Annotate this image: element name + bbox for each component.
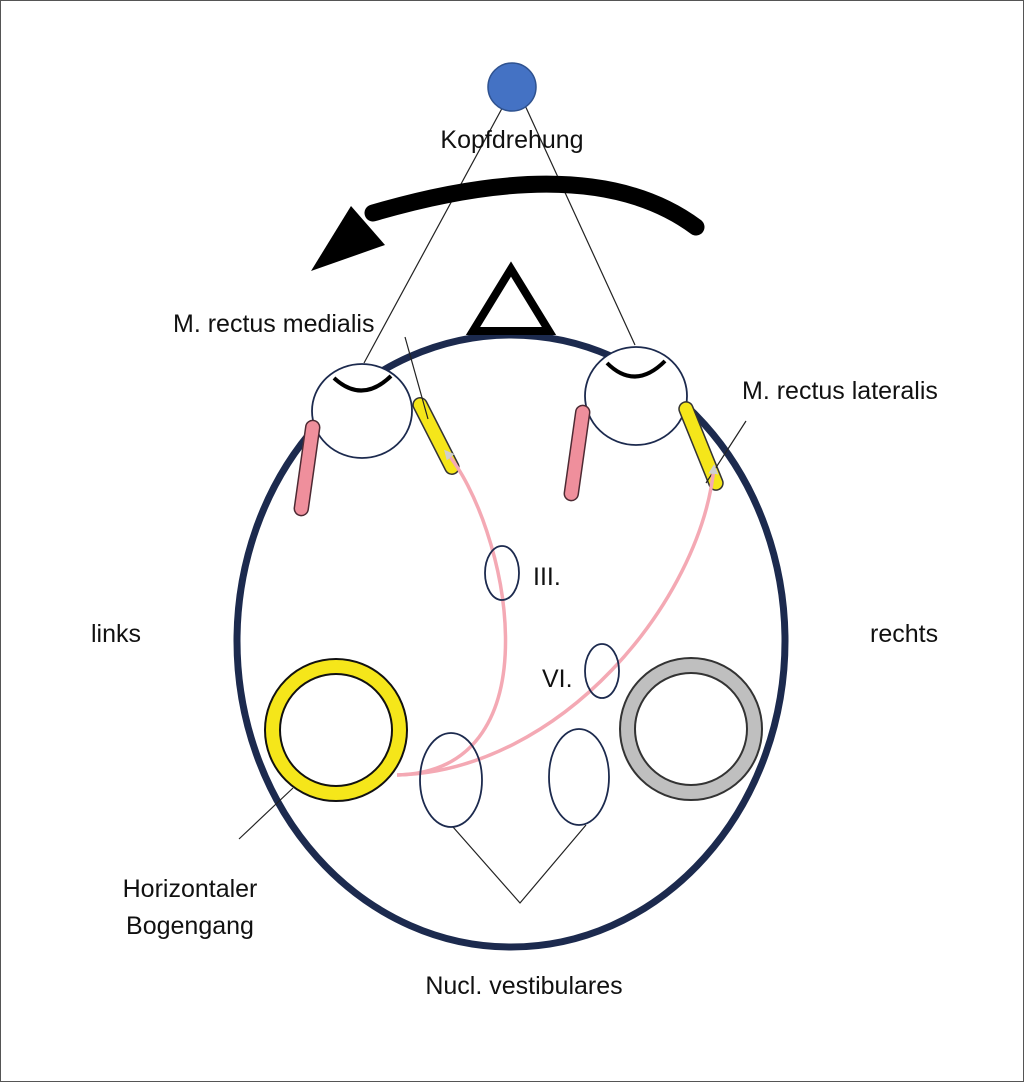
pathway-to-lateral-rectus bbox=[396, 464, 719, 777]
rotation-arrow-shaft bbox=[364, 175, 705, 236]
sight-line-right bbox=[522, 100, 636, 346]
nucleus-VI-label: VI. bbox=[542, 665, 573, 693]
canal-pointer bbox=[238, 787, 294, 840]
head-rotation-label: Kopfdrehung bbox=[440, 126, 583, 154]
right-horizontal-canal bbox=[619, 657, 763, 801]
target-dot bbox=[487, 62, 537, 112]
right-eye bbox=[584, 346, 688, 446]
right-pupil bbox=[605, 359, 667, 379]
canal-label-line2: Bogengang bbox=[126, 912, 254, 940]
left-eye bbox=[311, 363, 413, 459]
pathway-to-medial-rectus bbox=[396, 449, 508, 777]
vestibular-nucleus-left bbox=[419, 732, 483, 828]
medial-rectus-pointer bbox=[404, 336, 429, 420]
sight-line-left bbox=[363, 100, 507, 364]
lateral-rectus-label: M. rectus lateralis bbox=[742, 377, 938, 405]
left-horizontal-canal bbox=[264, 658, 408, 802]
nucleus-III bbox=[484, 545, 520, 601]
right-side-label: rechts bbox=[870, 620, 938, 648]
vestibular-nucleus-right bbox=[548, 728, 610, 826]
left-pupil bbox=[332, 374, 393, 393]
rotation-arrow-head bbox=[311, 206, 385, 271]
nose-triangle bbox=[465, 261, 557, 335]
nucleus-VI bbox=[584, 643, 620, 699]
nucleus-III-label: III. bbox=[533, 563, 561, 591]
right-medial-rectus-muscle bbox=[563, 404, 591, 502]
canal-label-line1: Horizontaler bbox=[123, 875, 258, 903]
left-lateral-rectus-muscle bbox=[293, 419, 321, 517]
vestibular-nuclei-label: Nucl. vestibulares bbox=[425, 972, 622, 1000]
medial-rectus-label: M. rectus medialis bbox=[173, 310, 374, 338]
left-side-label: links bbox=[91, 620, 141, 648]
nuclei-pointer bbox=[452, 824, 587, 904]
